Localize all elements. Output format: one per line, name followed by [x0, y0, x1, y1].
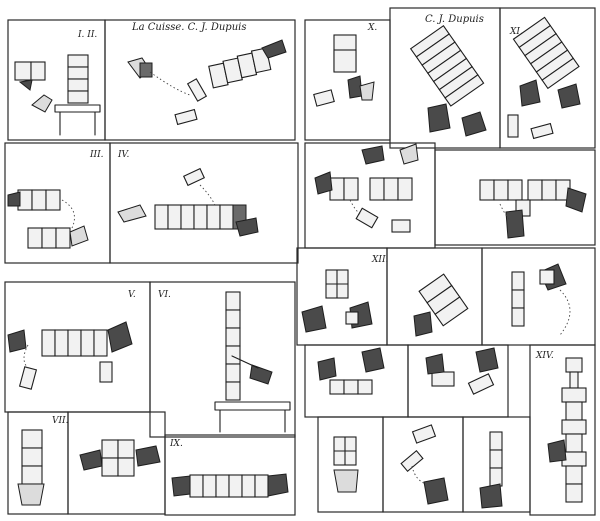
panel-1-table-stack — [14, 54, 101, 136]
panel-6-tall-column — [214, 291, 291, 433]
panel-23-column-hand — [479, 431, 503, 509]
panel-14-long-row — [479, 179, 587, 239]
panel-18-low-row — [317, 347, 385, 395]
panel-number-xi: XI. — [509, 27, 523, 37]
panel-13-two-rows — [314, 143, 419, 233]
panel-frames — [4, 7, 596, 516]
panel-number-vi: VI. — [158, 290, 171, 300]
panel-number-i-ii: I. II. — [77, 30, 97, 40]
panel-7-column-hand — [17, 429, 45, 506]
panel-8-block-two-hands — [79, 439, 161, 477]
panel-19-bricks-hands — [425, 347, 499, 395]
panel-5-row-two-hands — [7, 321, 133, 390]
panel-3-row-with-hand — [7, 189, 89, 249]
panel-11-zigzag-tower — [409, 24, 487, 137]
panel-21-cube-hand — [333, 436, 359, 493]
panel-16-tilted-stack — [413, 273, 469, 337]
panel-12-zigzag-tower — [507, 16, 581, 140]
panel-number-vii: VII. — [52, 416, 69, 426]
panel-17-column-hand — [511, 263, 571, 336]
panel-2-row-and-bricks — [127, 39, 287, 126]
panel-number-ix: IX. — [169, 439, 183, 449]
left-caption: La Cuisse. C. J. Dupuis — [131, 22, 246, 33]
panel-number-iv: IV. — [117, 150, 130, 160]
panel-number-xiv: XIV. — [535, 351, 554, 361]
panel-4-long-row — [117, 167, 259, 237]
panel-number-v: V. — [128, 290, 136, 300]
panel-number-xii: XII. — [371, 255, 389, 265]
panel-22-bricks-hand — [400, 424, 449, 505]
panel-9-row-two-hands — [171, 473, 289, 498]
panel-number-x: X. — [367, 23, 377, 33]
panel-number-iii: III. — [89, 150, 104, 160]
panel-10-stack — [313, 34, 375, 107]
right-caption: C. J. Dupuis — [425, 14, 484, 25]
panel-15-cube-hands — [301, 269, 373, 333]
panel-20-tall-tower — [547, 357, 587, 503]
